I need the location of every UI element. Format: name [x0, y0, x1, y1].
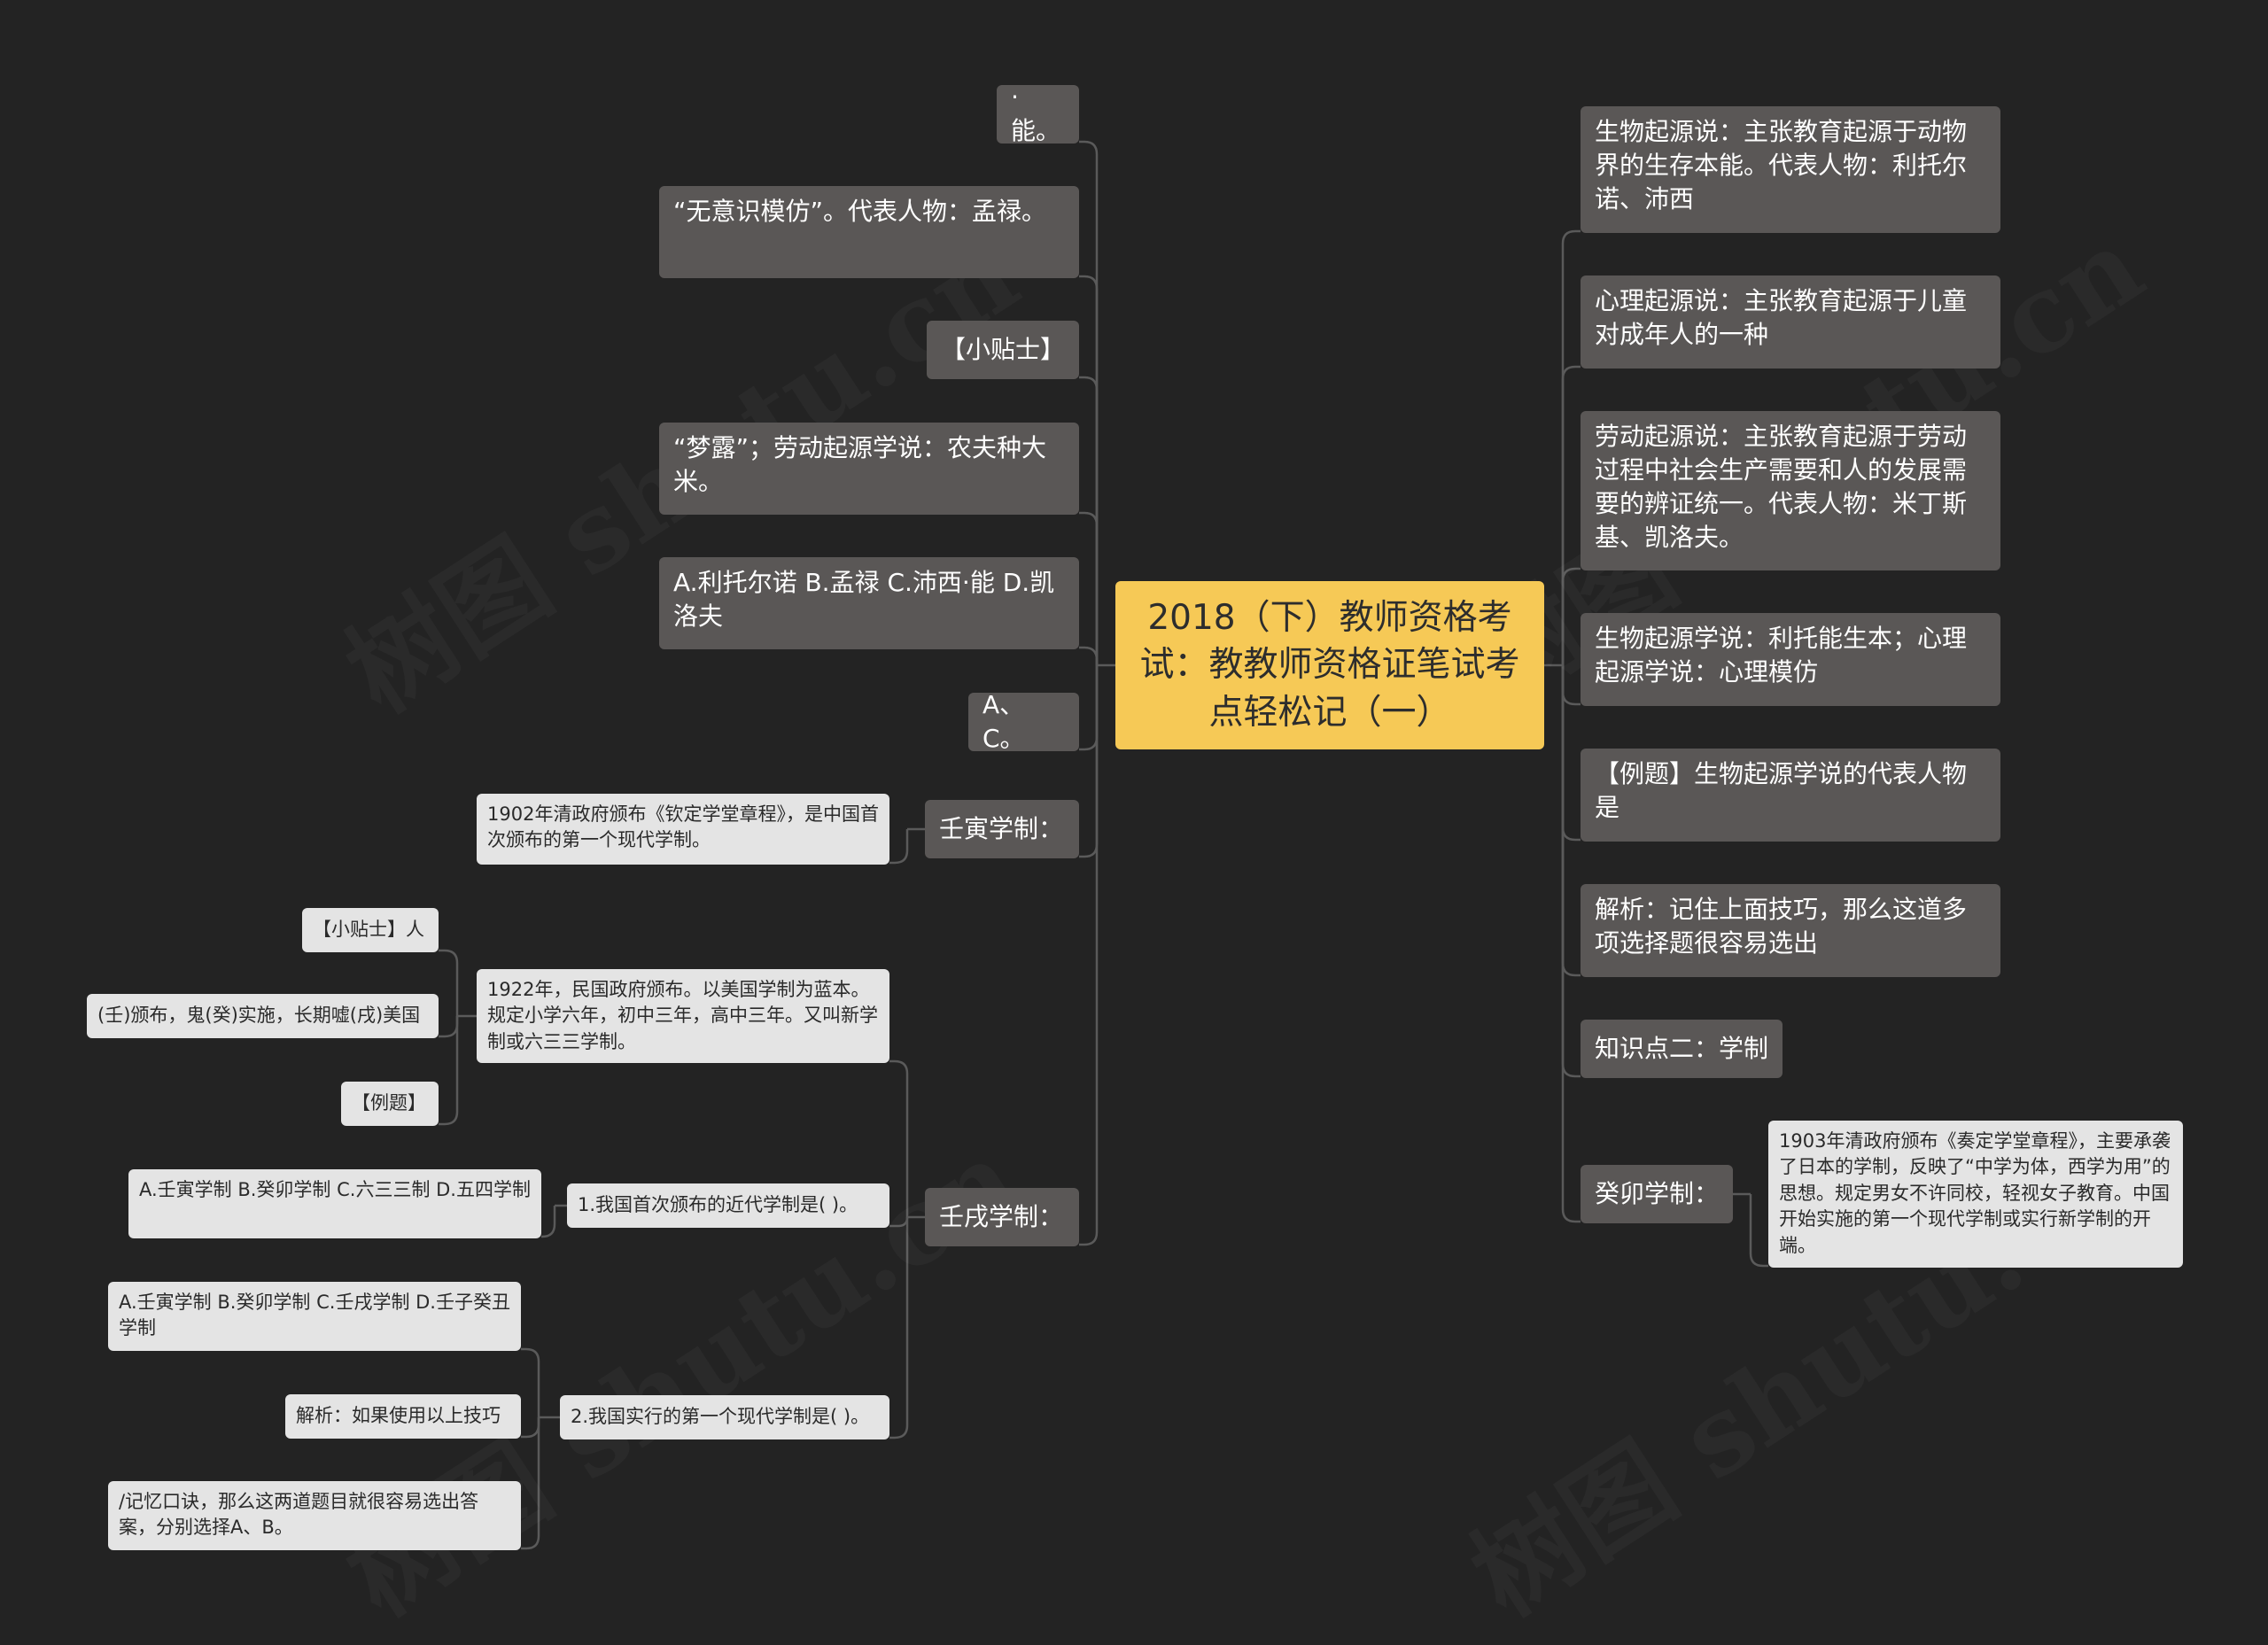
connector-line — [1079, 511, 1099, 665]
q2-answer[interactable]: /记忆口诀，那么这两道题目就很容易选出答案，分别选择A、B。 — [108, 1481, 521, 1550]
connector-line — [439, 949, 459, 1016]
q2-options[interactable]: A.壬寅学制 B.癸卯学制 C.壬戌学制 D.壬子癸丑学制 — [108, 1282, 521, 1351]
left-node-2[interactable]: “无意识模仿”。代表人物：孟禄。 — [659, 186, 1079, 278]
connector-line — [521, 1417, 540, 1439]
connector-line — [1079, 275, 1099, 665]
right-node-1[interactable]: 生物起源说：主张教育起源于动物界的生存本能。代表人物：利托尔诺、沛西 — [1581, 106, 2000, 233]
left-node-1[interactable]: ·能。 — [997, 82, 1079, 145]
connector-line — [1561, 665, 1581, 977]
connector-line — [1561, 665, 1581, 706]
connector-line — [1561, 229, 1581, 665]
connector-line — [1079, 140, 1099, 665]
connector-line — [521, 1417, 540, 1550]
q1-options[interactable]: A.壬寅学制 B.癸卯学制 C.六三三制 D.五四学制 — [128, 1169, 541, 1238]
left-node-5[interactable]: A.利托尔诺 B.孟禄 C.沛西·能 D.凯洛夫 — [659, 557, 1079, 649]
connector-line — [521, 1347, 540, 1417]
connector-line — [541, 1206, 556, 1238]
left-node-4[interactable]: “梦露”；劳动起源学说：农夫种大米。 — [659, 423, 1079, 515]
renyin-desc[interactable]: 1902年清政府颁布《钦定学堂章程》，是中国首次颁布的第一个现代学制。 — [477, 794, 889, 865]
right-node-3[interactable]: 劳动起源说：主张教育起源于劳动过程中社会生产需要和人的发展需要的辨证统一。代表人… — [1581, 411, 2000, 570]
renxu-tip[interactable]: 【小贴士】人 — [302, 908, 439, 952]
right-node-7[interactable]: 知识点二：学制 — [1581, 1020, 1783, 1078]
connector-line — [439, 1016, 459, 1126]
connector-line — [1561, 665, 1581, 842]
connector-line — [1749, 1194, 1768, 1268]
guimao-desc[interactable]: 1903年清政府颁布《奏定学堂章程》，主要承袭了日本的学制，反映了“中学为体，西… — [1768, 1121, 2183, 1268]
connector-line — [1561, 665, 1581, 1223]
left-node-3[interactable]: 【小贴士】 — [927, 321, 1079, 379]
renxu-desc[interactable]: 1922年，民国政府颁布。以美国学制为蓝本。规定小学六年，初中三年，高中三年。又… — [477, 969, 889, 1063]
renxu-node[interactable]: 壬戌学制： — [925, 1188, 1079, 1246]
renxu-q2[interactable]: 2.我国实行的第一个现代学制是( )。 — [560, 1395, 889, 1439]
connector-line — [1079, 665, 1099, 858]
right-node-2[interactable]: 心理起源说：主张教育起源于儿童对成年人的一种 — [1581, 275, 2000, 369]
connector-line — [1561, 365, 1581, 665]
connector-line — [889, 829, 909, 865]
connector-line — [1079, 646, 1099, 665]
root-topic[interactable]: 2018（下）教师资格考试：教教师资格证笔试考点轻松记（一） — [1115, 581, 1544, 749]
q2-analysis[interactable]: 解析：如果使用以上技巧 — [285, 1394, 521, 1439]
connector-line — [889, 1216, 909, 1228]
renxu-mnemonic[interactable]: (壬)颁布，鬼(癸)实施，长期嘘(戌)美国 — [87, 994, 439, 1038]
renyin-node[interactable]: 壬寅学制： — [925, 800, 1079, 858]
right-node-6[interactable]: 解析：记住上面技巧，那么这道多项选择题很容易选出 — [1581, 884, 2000, 977]
renxu-example[interactable]: 【例题】 — [341, 1082, 439, 1126]
connector-line — [1079, 665, 1099, 751]
right-node-4[interactable]: 生物起源学说：利托能生本；心理起源学说：心理模仿 — [1581, 613, 2000, 706]
connector-line — [439, 1016, 459, 1038]
renxu-q1[interactable]: 1.我国首次颁布的近代学制是( )。 — [567, 1183, 889, 1228]
left-node-6[interactable]: A、C。 — [968, 690, 1079, 753]
connector-line — [1079, 665, 1099, 1246]
connector-line — [1079, 376, 1099, 665]
connector-line — [889, 1217, 909, 1439]
connector-line — [1561, 665, 1581, 1078]
connector-line — [1561, 567, 1581, 665]
right-node-5[interactable]: 【例题】生物起源学说的代表人物是 — [1581, 749, 2000, 842]
guimao-node[interactable]: 癸卯学制： — [1581, 1165, 1733, 1223]
connector-line — [889, 1059, 909, 1217]
